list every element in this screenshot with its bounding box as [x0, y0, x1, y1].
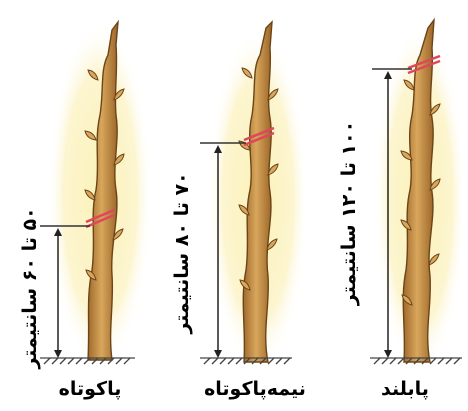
arrow-head-down [214, 350, 222, 358]
panel-short [40, 20, 152, 370]
measure-label-short: ۵۰ تا ۶۰ سانتیمتر [19, 193, 45, 383]
arrow-head-down [54, 350, 62, 358]
caption-semi: نیمه‌پاکوتاه [180, 378, 330, 400]
measure-label-semi: ۷۰ تا ۸۰ سانتیمتر [171, 158, 197, 348]
caption-tall: پابلند [350, 378, 460, 400]
caption-short: پاکوتاه [20, 378, 160, 400]
arrow-head-down [384, 350, 392, 358]
panel-semi [200, 22, 308, 372]
measure-label-tall: ۱۰۰ تا ۱۲۰ سانتیمتر [338, 108, 364, 318]
panel-tall [370, 20, 466, 375]
